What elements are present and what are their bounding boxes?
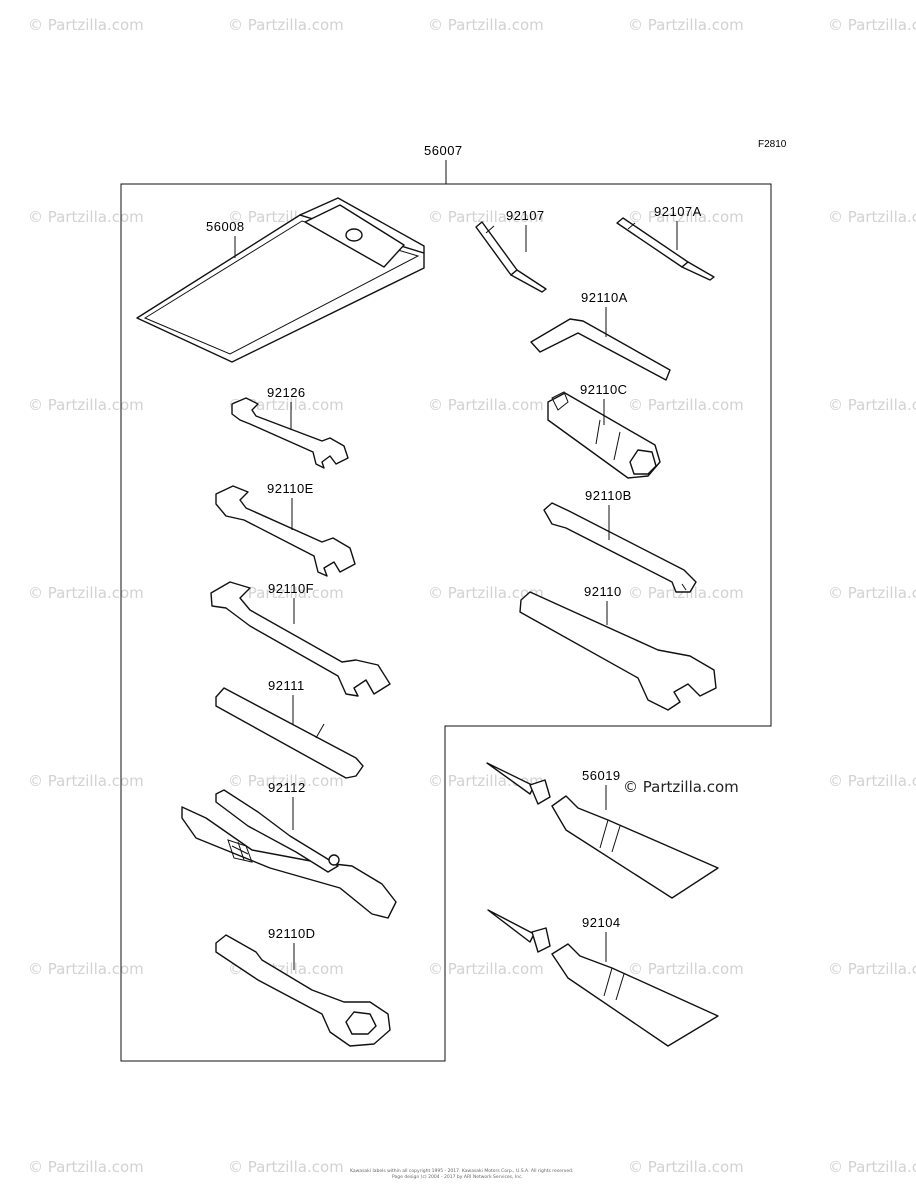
part-92110D[interactable]: 92110D bbox=[215, 926, 391, 1047]
part-label: 92112 bbox=[268, 780, 306, 795]
watermark: © Partzilla.com bbox=[28, 1158, 144, 1176]
open-wrench-icon bbox=[210, 581, 391, 697]
watermark: © Partzilla.com bbox=[28, 208, 144, 226]
grease-tube-icon bbox=[551, 795, 719, 899]
part-label: 92110 bbox=[584, 584, 622, 599]
watermark: © Partzilla.com bbox=[228, 16, 344, 34]
part-92110E[interactable]: 92110E bbox=[215, 481, 356, 577]
watermark: © Partzilla.com bbox=[28, 584, 144, 602]
watermark: © Partzilla.com bbox=[828, 208, 916, 226]
figure-code: F2810 bbox=[758, 139, 787, 150]
part-label: 92126 bbox=[267, 385, 306, 400]
spark-plug-socket-icon bbox=[547, 392, 661, 479]
watermark: © Partzilla.com bbox=[28, 960, 144, 978]
part-92110F[interactable]: 92110F bbox=[210, 581, 391, 697]
part-92107[interactable]: 92107 bbox=[475, 208, 547, 293]
tool-bag-icon bbox=[136, 214, 425, 363]
watermark: © Partzilla.com bbox=[828, 584, 916, 602]
watermark: © Partzilla.com bbox=[628, 208, 744, 226]
part-92110A[interactable]: 92110A bbox=[530, 290, 671, 381]
watermark: © Partzilla.com bbox=[628, 396, 744, 414]
hex-key-icon bbox=[530, 318, 671, 381]
part-label: 92110F bbox=[268, 581, 314, 596]
part-label: 56019 bbox=[582, 768, 621, 783]
watermark: © Partzilla.com bbox=[228, 1158, 344, 1176]
part-label: 92107 bbox=[506, 208, 545, 223]
watermark: © Partzilla.com bbox=[428, 208, 544, 226]
watermark: © Partzilla.com bbox=[828, 16, 916, 34]
part-label: 56008 bbox=[206, 219, 245, 234]
part-92126[interactable]: 92126 bbox=[231, 385, 349, 469]
watermark: © Partzilla.com bbox=[628, 16, 744, 34]
watermark: © Partzilla.com bbox=[628, 960, 744, 978]
watermark: © Partzilla.com bbox=[28, 772, 144, 790]
watermark: © Partzilla.com bbox=[628, 584, 744, 602]
grease-tube-icon bbox=[551, 943, 719, 1047]
copyright-line: Kawasaki labels within all copyright 199… bbox=[350, 1168, 573, 1174]
watermark: © Partzilla.com bbox=[428, 960, 544, 978]
watermark: © Partzilla.com bbox=[828, 1158, 916, 1176]
part-92107A[interactable]: 92107A bbox=[616, 204, 715, 281]
watermark: © Partzilla.com bbox=[28, 396, 144, 414]
extension-bar-icon bbox=[215, 687, 364, 779]
part-56019[interactable]: 56019 © Partzilla.com bbox=[486, 762, 739, 899]
screwdriver-icon bbox=[475, 221, 518, 276]
open-wrench-icon bbox=[231, 397, 349, 469]
part-label: 92110E bbox=[267, 481, 314, 496]
watermark: © Partzilla.com bbox=[828, 772, 916, 790]
part-92104[interactable]: 92104 bbox=[487, 909, 719, 1047]
watermark: © Partzilla.com bbox=[428, 584, 544, 602]
pliers-icon bbox=[181, 806, 397, 919]
spanner-handle-icon bbox=[543, 502, 697, 593]
part-label: 92110B bbox=[585, 488, 632, 503]
watermark-layer: © Partzilla.com © Partzilla.com © Partzi… bbox=[28, 16, 916, 1176]
group-label: 56007 bbox=[424, 143, 463, 158]
part-label: 92107A bbox=[654, 204, 702, 219]
group-boundary bbox=[120, 183, 772, 1062]
part-56008[interactable]: 56008 bbox=[136, 197, 425, 363]
watermark: © Partzilla.com bbox=[628, 1158, 744, 1176]
box-wrench-icon bbox=[215, 934, 391, 1047]
part-92110[interactable]: 92110 bbox=[519, 584, 717, 711]
watermark: © Partzilla.com bbox=[28, 16, 144, 34]
watermark: © Partzilla.com bbox=[828, 396, 916, 414]
watermark: © Partzilla.com bbox=[228, 396, 344, 414]
part-label: 92110A bbox=[581, 290, 628, 305]
part-label: 92110C bbox=[580, 382, 628, 397]
watermark: © Partzilla.com bbox=[228, 584, 344, 602]
part-label: 92110D bbox=[268, 926, 316, 941]
part-92110B[interactable]: 92110B bbox=[543, 488, 697, 593]
watermark: © Partzilla.com bbox=[228, 772, 344, 790]
part-92112[interactable]: 92112 bbox=[181, 780, 397, 919]
watermark-overlay: © Partzilla.com bbox=[623, 778, 739, 796]
part-label: 92104 bbox=[582, 915, 621, 930]
watermark: © Partzilla.com bbox=[428, 16, 544, 34]
part-92111[interactable]: 92111 bbox=[215, 678, 364, 779]
grease-nozzle-icon bbox=[487, 909, 535, 943]
part-label: 92111 bbox=[268, 678, 305, 693]
copyright-line: Page design (c) 2004 - 2017 by ARI Netwo… bbox=[392, 1174, 523, 1180]
single-end-wrench-icon bbox=[519, 591, 717, 711]
open-wrench-icon bbox=[215, 485, 356, 577]
part-92110C[interactable]: 92110C bbox=[547, 382, 661, 479]
watermark: © Partzilla.com bbox=[828, 960, 916, 978]
watermark: © Partzilla.com bbox=[428, 396, 544, 414]
